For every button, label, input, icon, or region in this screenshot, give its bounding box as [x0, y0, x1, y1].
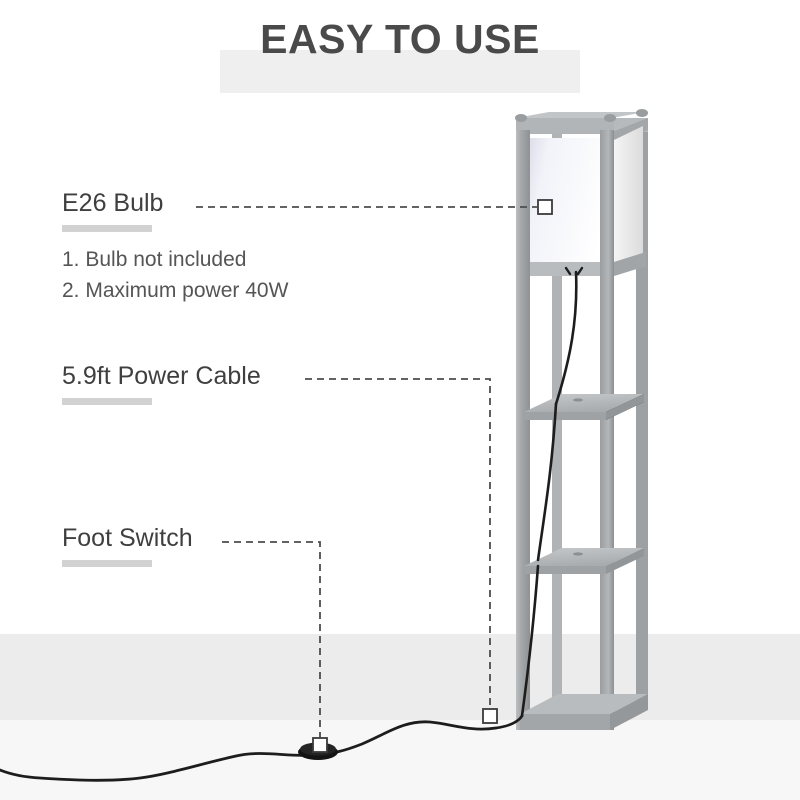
title-highlight-band	[220, 50, 580, 93]
annotation-underline	[62, 224, 152, 232]
base-shelf	[520, 694, 648, 730]
annotation-underline	[62, 559, 152, 567]
lamp-back-right-post	[636, 122, 648, 712]
lamp-top-cap	[516, 112, 645, 118]
lamp-top-front-rail	[516, 118, 614, 134]
lower-shelf	[524, 548, 644, 574]
power-cable	[0, 266, 584, 782]
annotation-e26-bulb: E26 Bulb 1. Bulb not included 2. Maximum…	[62, 189, 288, 308]
page-title: EASY TO USE	[260, 16, 540, 62]
foot-switch	[298, 742, 338, 760]
annotation-heading: 5.9ft Power Cable	[62, 362, 261, 390]
annotation-power-cable: 5.9ft Power Cable	[62, 362, 261, 405]
lamp-shade-right-face	[614, 126, 643, 268]
floor-band	[0, 720, 800, 800]
annotation-foot-switch: Foot Switch	[62, 524, 193, 567]
lamp-front-right-post	[600, 130, 614, 730]
annotation-heading: E26 Bulb	[62, 189, 164, 217]
lamp-front-left-post	[516, 130, 530, 730]
annotation-heading: Foot Switch	[62, 524, 193, 552]
lamp-shade	[526, 126, 643, 268]
list-item: 1. Bulb not included	[62, 247, 247, 271]
lamp-top-nub-left	[515, 114, 527, 122]
list-item: 2. Maximum power 40W	[62, 279, 289, 303]
annotation-list: 1. Bulb not included 2. Maximum power 40…	[62, 244, 288, 308]
lamp-top-nub-right	[636, 109, 648, 117]
annotation-underline	[62, 397, 152, 405]
lamp-top-nub-mid	[604, 114, 616, 122]
middle-shelf	[524, 394, 644, 420]
